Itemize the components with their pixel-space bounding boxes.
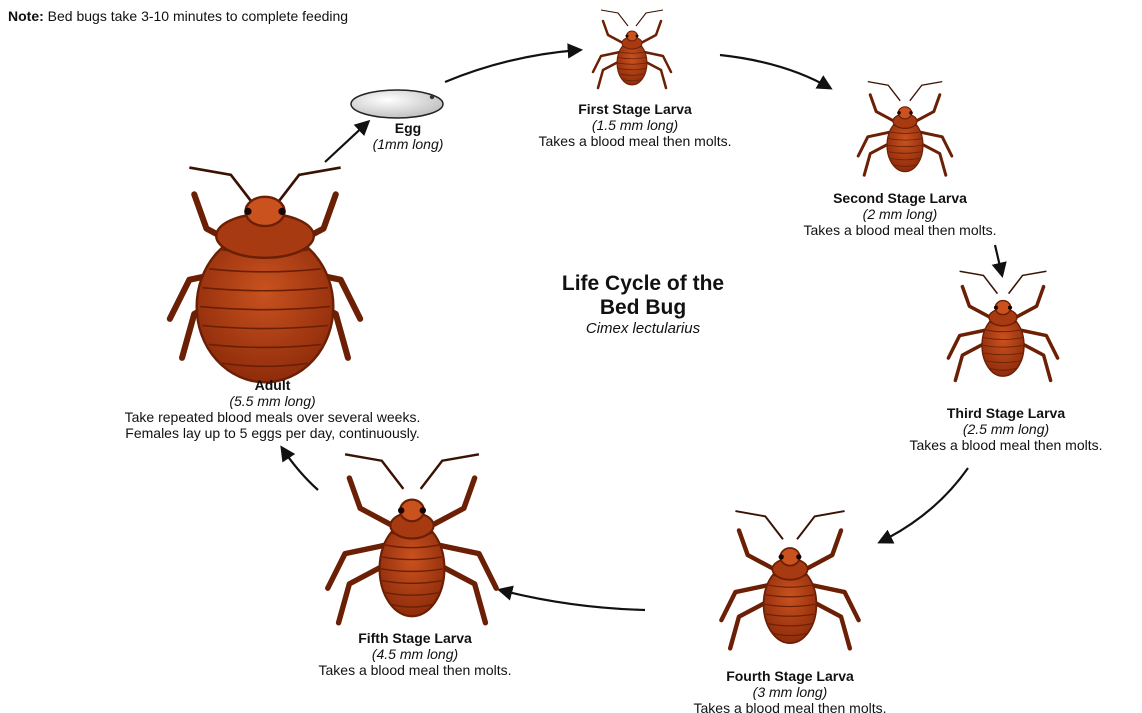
stage-label-third: Third Stage Larva (2.5 mm long) Takes a … xyxy=(872,405,1140,453)
stage-name: Adult xyxy=(60,377,485,393)
stage-label-egg: Egg (1mm long) xyxy=(348,120,468,152)
stage-size: (4.5 mm long) xyxy=(280,646,550,662)
stage-size: (3 mm long) xyxy=(655,684,925,700)
bug-second-illustration xyxy=(858,82,952,176)
feeding-note: Note: Bed bugs take 3-10 minutes to comp… xyxy=(8,8,348,24)
stage-size: (5.5 mm long) xyxy=(60,393,485,409)
title-line-2: Bed Bug xyxy=(510,296,776,320)
stage-label-fourth: Fourth Stage Larva (3 mm long) Takes a b… xyxy=(655,668,925,713)
bug-third-illustration xyxy=(948,271,1057,380)
diagram-title: Life Cycle of the Bed Bug Cimex lectular… xyxy=(510,272,776,338)
stage-name: Third Stage Larva xyxy=(872,405,1140,421)
stage-name: Egg xyxy=(348,120,468,136)
stage-size: (1.5 mm long) xyxy=(500,117,770,133)
note-text: Bed bugs take 3-10 minutes to complete f… xyxy=(48,8,348,24)
arrow-second-to-third xyxy=(995,245,1002,275)
stage-description: Takes a blood meal then molts. xyxy=(280,662,550,678)
arrow-third-to-fourth xyxy=(880,468,968,542)
stage-label-first: First Stage Larva (1.5 mm long) Takes a … xyxy=(500,101,770,149)
stage-description: Takes a blood meal then molts. xyxy=(500,133,770,149)
stage-name: Fourth Stage Larva xyxy=(655,668,925,684)
title-line-1: Life Cycle of the xyxy=(510,272,776,296)
stage-size: (2 mm long) xyxy=(765,206,1035,222)
stage-name: First Stage Larva xyxy=(500,101,770,117)
stage-description: Takes a blood meal then molts. xyxy=(655,700,925,713)
arrow-fourth-to-fifth xyxy=(500,590,645,610)
bug-adult-illustration xyxy=(170,168,360,383)
bug-fourth-illustration xyxy=(721,511,858,648)
arrow-fifth-to-adult xyxy=(282,448,318,490)
bug-first-illustration xyxy=(593,10,671,88)
stage-label-adult: Adult (5.5 mm long) Take repeated blood … xyxy=(60,377,485,441)
arrow-first-to-second xyxy=(720,55,830,88)
stage-label-second: Second Stage Larva (2 mm long) Takes a b… xyxy=(765,190,1035,238)
stage-description: Takes a blood meal then molts. xyxy=(765,222,1035,238)
stage-name: Second Stage Larva xyxy=(765,190,1035,206)
stage-description: Takes a blood meal then molts. xyxy=(872,437,1140,453)
egg-illustration xyxy=(351,90,443,118)
note-label: Note: xyxy=(8,8,44,24)
stage-size: (1mm long) xyxy=(348,136,468,152)
bug-fifth-illustration xyxy=(328,454,496,622)
stage-name: Fifth Stage Larva xyxy=(280,630,550,646)
scientific-name: Cimex lectularius xyxy=(510,320,776,338)
stage-description: Females lay up to 5 eggs per day, contin… xyxy=(60,425,485,441)
stage-size: (2.5 mm long) xyxy=(872,421,1140,437)
stage-label-fifth: Fifth Stage Larva (4.5 mm long) Takes a … xyxy=(280,630,550,678)
stage-description: Take repeated blood meals over several w… xyxy=(60,409,485,425)
arrow-egg-to-first xyxy=(445,50,580,82)
